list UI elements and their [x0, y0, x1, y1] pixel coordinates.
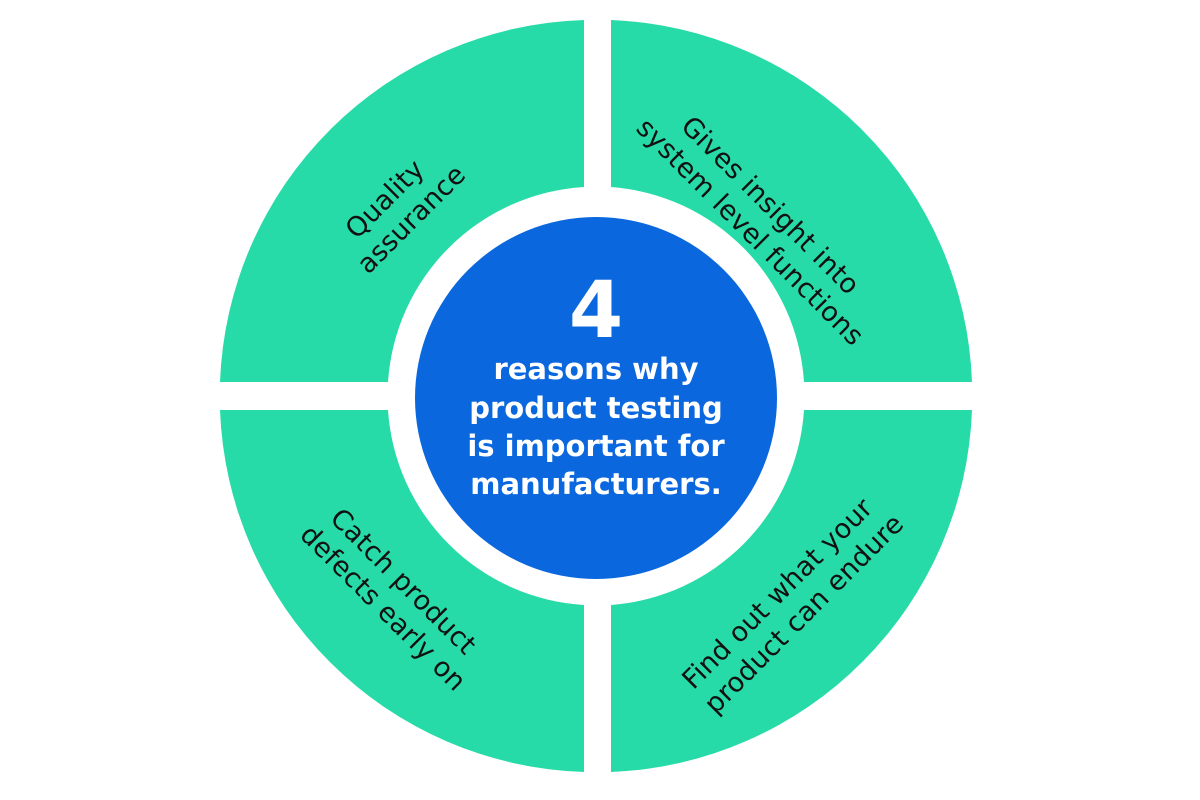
segment-bottom-right-shape — [611, 410, 972, 772]
segment-top-right-shape — [611, 20, 972, 382]
segment-top-left-shape — [220, 20, 584, 382]
center-circle — [415, 217, 777, 579]
center-text-line-4: manufacturers. — [470, 467, 722, 501]
center-text-line-2: product testing — [469, 391, 723, 425]
center-number: 4 — [569, 266, 623, 356]
segment-bottom-left-shape — [220, 410, 584, 772]
center-text-line-3: is important for — [467, 429, 725, 463]
center-text-line-1: reasons why — [493, 352, 698, 386]
segment-bottom-right: Find out what your product can endure — [611, 410, 972, 772]
center-hub: 4 reasons why product testing is importa… — [415, 217, 777, 579]
